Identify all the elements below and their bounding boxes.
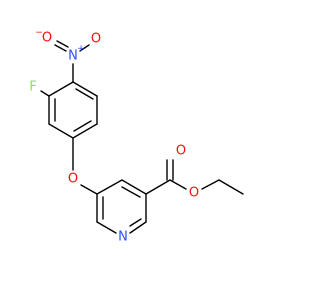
bond-ring-a-3 [72, 123, 98, 139]
bond-ring-b-6 [96, 179, 123, 195]
nitro-oxygen-top-atom: O [91, 32, 101, 47]
bond-ring-b-3 [129, 221, 147, 234]
pyridine-nitrogen-atom: N [118, 230, 128, 245]
bond-ring-a-6 [48, 81, 74, 97]
nitro-nitrogen-atom: N [68, 49, 78, 64]
atom-labels: F N + O − O O O O N [29, 28, 199, 245]
bond-n-o-top [79, 44, 90, 52]
bond-ring-b-2 [96, 221, 117, 234]
bond-ring-a-3-inner [73, 120, 92, 132]
bond-n-o-left-1 [54, 44, 67, 52]
bonds [40, 40, 244, 234]
nitro-oxygen-left-atom: O [42, 31, 52, 46]
bond-ring-b-3-inner [129, 218, 142, 227]
bond-ether-o-pyridine [80, 184, 98, 195]
molecule-structure: F N + O − O O O O N [29, 28, 244, 245]
ether-oxygen-atom: O [68, 172, 78, 187]
molecule-canvas: F N + O − O O O O N [29, 28, 244, 245]
bond-c-f [40, 90, 50, 97]
fluorine-atom: F [29, 80, 36, 95]
bond-c-o-ester [169, 179, 187, 190]
bond-ring-a-4 [48, 123, 74, 139]
bond-ring-b-5 [121, 179, 147, 195]
bond-ch2-ch3 [218, 179, 244, 195]
nitro-oxygen-left-charge: − [35, 28, 43, 38]
bond-ring-carbonyl [145, 179, 171, 195]
carbonyl-oxygen-atom: O [176, 144, 186, 159]
bond-o-ch2 [201, 179, 220, 190]
bond-ring-a-1 [72, 81, 98, 97]
nitro-nitrogen-charge: + [77, 44, 85, 54]
ester-oxygen-atom: O [189, 186, 199, 201]
bond-ring-b-5-inner [121, 186, 141, 198]
bond-ring-a-1-inner [75, 88, 94, 100]
bond-n-o-left-2 [56, 40, 69, 48]
